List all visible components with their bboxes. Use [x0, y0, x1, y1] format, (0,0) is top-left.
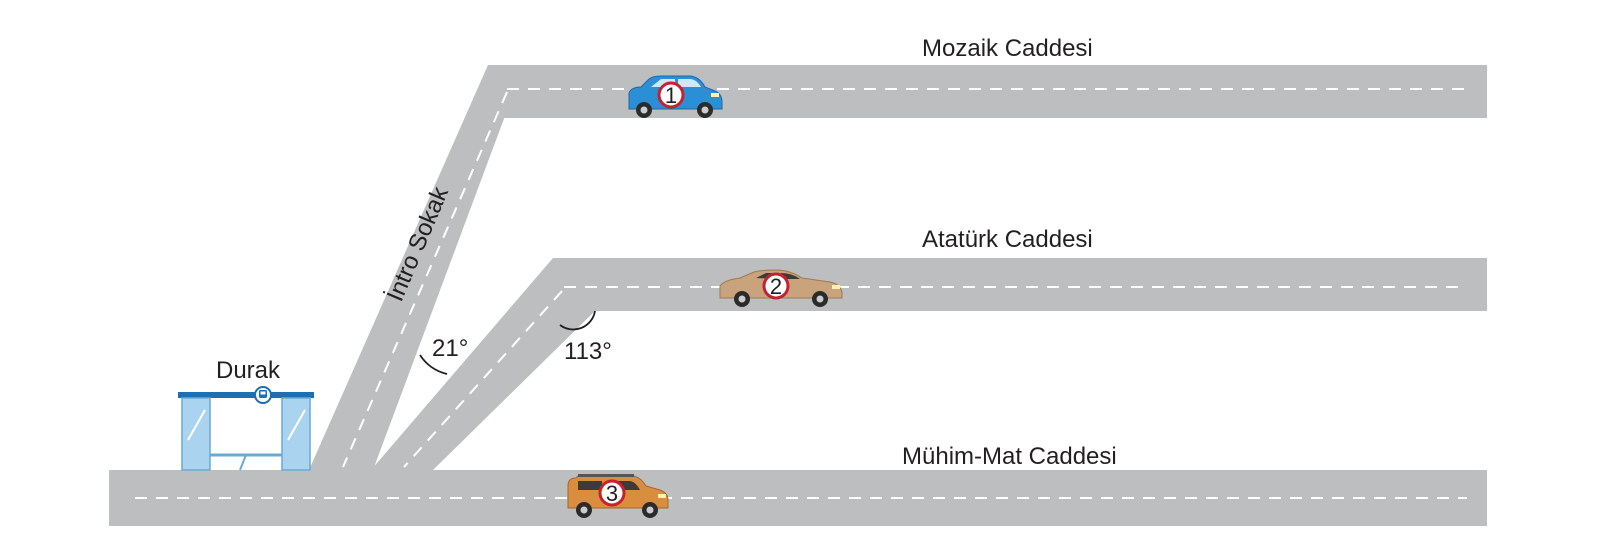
- intro-sokak-lane: [342, 91, 508, 468]
- intro-sokak-road: [309, 65, 524, 470]
- bus-stop-bench-leg: [239, 454, 247, 471]
- glass-reflection: [287, 409, 306, 441]
- bus-stop-glass-left: [181, 397, 211, 471]
- mozaik-caddesi-label: Mozaik Caddesi: [922, 35, 1093, 62]
- roads: [109, 65, 1487, 526]
- car-1: 1: [628, 75, 723, 118]
- angle-label-113: 113°: [564, 338, 612, 365]
- angle-arc-21: [419, 354, 448, 375]
- connector-lane: [403, 290, 563, 468]
- ataturk-caddesi-label: Atatürk Caddesi: [922, 226, 1093, 253]
- car-1-number: 1: [665, 83, 677, 108]
- bus-icon: [254, 386, 272, 404]
- bus-stop-label: Durak: [216, 357, 281, 384]
- connector-road: [371, 258, 595, 470]
- ataturk-road: [553, 258, 1487, 311]
- car-1-number-badge: [657, 81, 685, 109]
- car-2-number-badge: [762, 272, 790, 300]
- car-3: 3: [567, 474, 669, 518]
- lane-markings: [135, 88, 1467, 499]
- glass-reflection: [187, 409, 206, 441]
- bus-stop-roof: [178, 392, 314, 398]
- car-2-number: 2: [770, 274, 782, 299]
- bus-stop-glass-right: [281, 397, 311, 471]
- bus-stop: Durak: [178, 357, 314, 471]
- angle-arc-113: [559, 310, 596, 331]
- angle-markers: 21° 113°: [419, 310, 612, 375]
- car-2: 2: [719, 269, 843, 307]
- muhim-mat-caddesi-label: Mühim-Mat Caddesi: [902, 443, 1117, 470]
- car-3-number: 3: [606, 481, 618, 506]
- angle-label-21: 21°: [432, 335, 468, 362]
- car-3-number-badge: [598, 479, 626, 507]
